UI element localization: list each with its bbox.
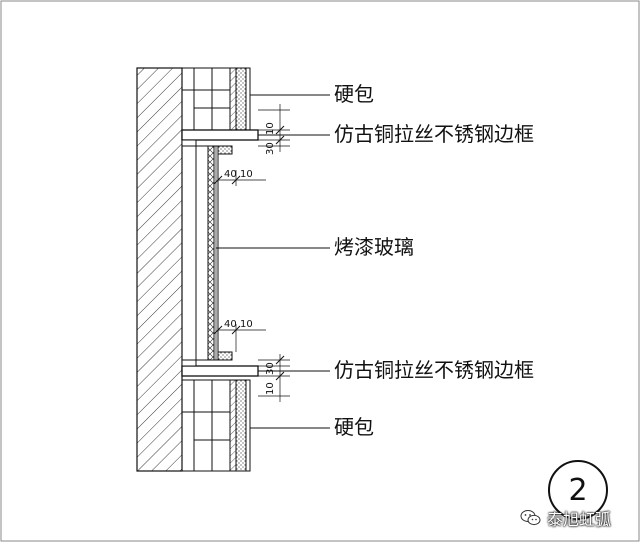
label-hard-bottom: 硬包 bbox=[334, 415, 374, 439]
top-hardwrap bbox=[235, 67, 247, 131]
bottom-steel-frame bbox=[181, 365, 259, 377]
top-board bbox=[229, 67, 237, 131]
bottom-board bbox=[229, 379, 237, 472]
mid-board-2 bbox=[207, 145, 215, 361]
bottom-substrate-1 bbox=[181, 379, 195, 472]
svg-text:10: 10 bbox=[265, 122, 276, 135]
watermark-text: 泰旭虹弧 bbox=[547, 510, 612, 529]
svg-text:10: 10 bbox=[240, 319, 253, 330]
label-hard-top: 硬包 bbox=[334, 82, 374, 106]
bottom-hardwrap bbox=[235, 379, 247, 472]
mid-stud bbox=[181, 145, 197, 361]
svg-text:10: 10 bbox=[240, 169, 253, 180]
svg-text:40: 40 bbox=[224, 169, 237, 180]
concrete-wall bbox=[136, 67, 183, 472]
top-steel-frame bbox=[181, 129, 259, 141]
svg-text:30: 30 bbox=[265, 362, 276, 375]
svg-text:40: 40 bbox=[224, 319, 237, 330]
label-frame-bottom: 仿古铜拉丝不锈钢边框 bbox=[334, 358, 534, 382]
label-glass: 烤漆玻璃 bbox=[334, 235, 414, 259]
watermark: 泰旭虹弧 bbox=[520, 506, 611, 530]
top-substrate-1 bbox=[181, 67, 195, 131]
mid-board-1 bbox=[195, 145, 209, 361]
svg-text:30: 30 bbox=[265, 142, 276, 155]
label-frame-top: 仿古铜拉丝不锈钢边框 bbox=[334, 122, 534, 146]
detail-number-badge: 2 bbox=[548, 460, 608, 520]
wechat-icon bbox=[520, 510, 541, 526]
svg-text:10: 10 bbox=[265, 382, 276, 395]
